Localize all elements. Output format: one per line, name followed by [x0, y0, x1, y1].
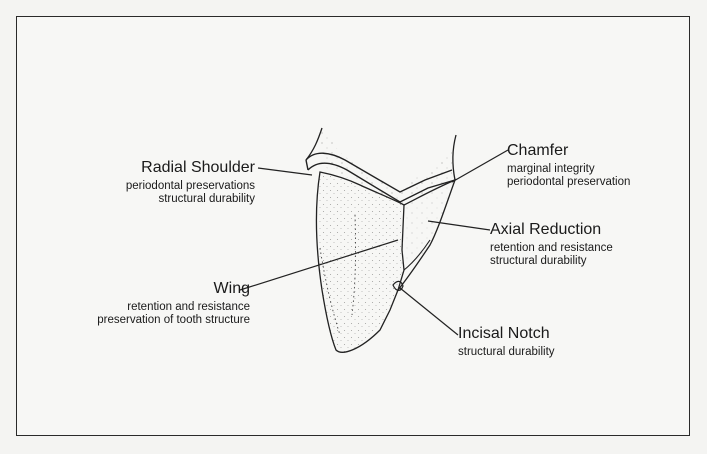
label-chamfer: Chamfer marginal integrity periodontal p… — [507, 142, 677, 190]
label-detail: periodontal preservation — [507, 176, 631, 189]
label-incisal-notch: Incisal Notch structural durability — [458, 325, 618, 359]
label-title: Radial Shoulder — [141, 159, 255, 176]
label-radial-shoulder: Radial Shoulder periodontal preservation… — [80, 159, 255, 207]
label-detail: retention and resistance — [127, 300, 250, 313]
label-axial-reduction: Axial Reduction retention and resistance… — [490, 221, 670, 269]
radial-shoulder-band-inner — [307, 162, 456, 203]
label-title: Wing — [213, 280, 250, 297]
tooth-crown-upper — [318, 128, 452, 205]
label-detail: structural durability — [490, 255, 587, 268]
radial-shoulder-band — [305, 152, 453, 193]
label-detail: preservation of tooth structure — [97, 314, 250, 327]
tooth-left-outline-upper — [305, 127, 323, 161]
label-title: Incisal Notch — [458, 325, 550, 342]
label-detail: structural durability — [458, 345, 555, 358]
label-title: Chamfer — [507, 142, 569, 159]
incisal-notch-mark — [392, 280, 404, 291]
leader-wing — [239, 239, 399, 291]
label-detail: structural durability — [158, 193, 255, 206]
tooth-right-outline-upper — [452, 134, 457, 181]
label-title: Axial Reduction — [490, 221, 602, 238]
label-detail: retention and resistance — [490, 241, 613, 254]
label-detail: marginal integrity — [507, 162, 595, 175]
leader-chamfer — [451, 149, 509, 183]
label-wing: Wing retention and resistance preservati… — [60, 280, 250, 328]
label-detail: periodontal preservations — [125, 179, 255, 192]
leader-radial-shoulder — [257, 167, 313, 176]
leader-axial-reduction — [427, 220, 491, 231]
leader-incisal-notch — [399, 287, 459, 336]
wing-dotted-contour — [319, 247, 341, 336]
